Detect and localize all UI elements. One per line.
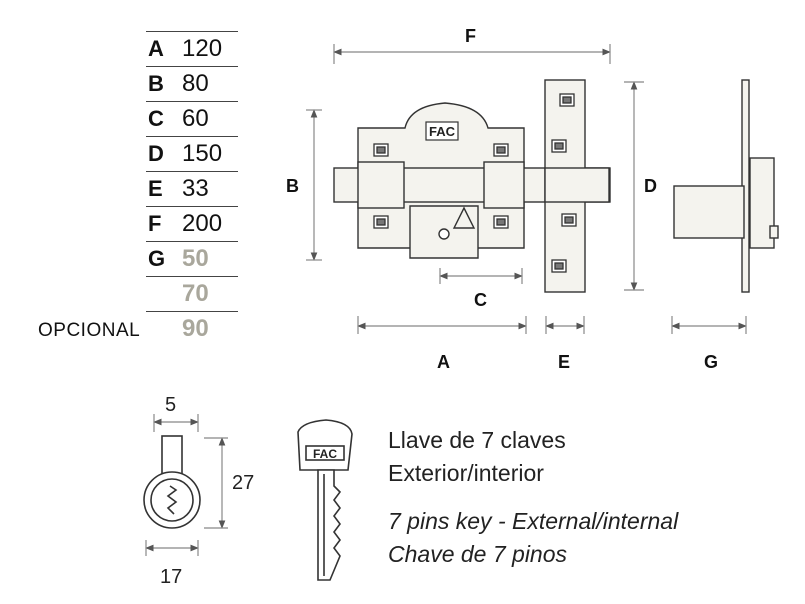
key-logo-plate bbox=[305, 445, 345, 461]
label-f: F bbox=[465, 26, 476, 46]
bolt-collar bbox=[483, 161, 525, 209]
spec-letter: A bbox=[148, 36, 164, 61]
spec-value: 80 bbox=[182, 70, 209, 97]
spec-row-e: E 33 bbox=[146, 171, 238, 206]
key-slot bbox=[166, 485, 178, 515]
cylinder-dim-bottom: 17 bbox=[160, 566, 183, 588]
spec-row-f: F 200 bbox=[146, 206, 238, 241]
spec-letter: G bbox=[148, 246, 166, 271]
brand-plate bbox=[425, 121, 459, 141]
spec-letter: C bbox=[148, 106, 164, 131]
spec-row-a: A 120 bbox=[146, 31, 238, 66]
spec-value: 33 bbox=[182, 175, 209, 202]
cylinder-stem bbox=[161, 435, 183, 477]
spec-value: 150 bbox=[182, 140, 223, 167]
spec-row-g-90: 90 bbox=[146, 311, 238, 346]
cylinder-notch bbox=[452, 206, 476, 229]
key-brand-logo: FAC bbox=[313, 447, 337, 461]
spec-value-extra: 90 bbox=[182, 315, 209, 342]
side-housing bbox=[673, 185, 745, 239]
description-line-1: Llave de 7 claves bbox=[388, 427, 566, 453]
spec-row-g: G 50 bbox=[146, 241, 238, 276]
key-blade bbox=[317, 469, 342, 581]
spec-row-c: C 60 bbox=[146, 101, 238, 136]
spec-row-g-70: 70 bbox=[146, 276, 238, 311]
spec-letter: B bbox=[148, 71, 164, 96]
spec-row-b: B 80 bbox=[146, 66, 238, 101]
label-b: B bbox=[286, 176, 299, 196]
spec-value-extra: 70 bbox=[182, 280, 209, 307]
cylinder-hole bbox=[438, 228, 450, 240]
optional-label: OPCIONAL bbox=[38, 320, 141, 341]
label-e: E bbox=[558, 352, 571, 372]
label-c: C bbox=[474, 290, 487, 310]
label-g: G bbox=[704, 352, 719, 372]
spec-row-d: D 150 bbox=[146, 136, 238, 171]
description-line-2: Exterior/interior bbox=[388, 460, 544, 486]
bolt-collar bbox=[357, 161, 405, 209]
label-a: A bbox=[437, 352, 450, 372]
description-line-3: 7 pins key - External/internal bbox=[388, 508, 679, 534]
bolt-tip bbox=[544, 167, 610, 203]
spec-letter: D bbox=[148, 141, 164, 166]
cylinder-dim-top: 5 bbox=[165, 394, 177, 416]
key-head bbox=[297, 419, 353, 471]
side-tab bbox=[769, 225, 779, 239]
spec-letter: E bbox=[148, 176, 163, 201]
spec-value: 60 bbox=[182, 105, 209, 132]
cylinder-dim-side: 27 bbox=[232, 472, 255, 494]
spec-letter: F bbox=[148, 211, 162, 236]
label-d: D bbox=[644, 176, 657, 196]
brand-logo: FAC bbox=[429, 124, 456, 139]
spec-value: 120 bbox=[182, 35, 223, 62]
spec-value: 200 bbox=[182, 210, 223, 237]
description-line-4: Chave de 7 pinos bbox=[388, 541, 568, 567]
spec-value: 50 bbox=[182, 245, 209, 272]
